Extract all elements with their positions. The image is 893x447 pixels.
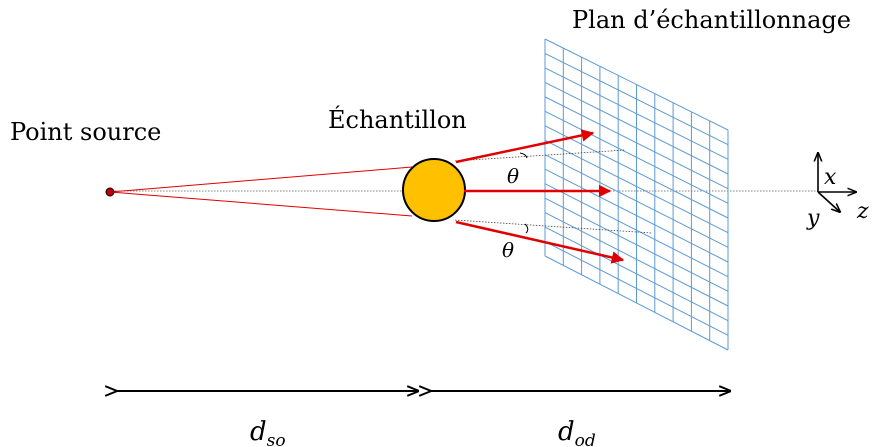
grid-line [544, 96, 729, 190]
distance-od-symbol: d [558, 417, 575, 447]
theta-label-bottom: θ [502, 238, 514, 262]
sampling-plane-label: Plan d’échantillonnage [572, 6, 851, 34]
point-source-label: Point source [10, 118, 161, 146]
sample-label: Échantillon [328, 105, 467, 134]
scattered-ray-top [455, 129, 595, 164]
grid-line [544, 110, 729, 204]
grid-line [544, 139, 729, 234]
grid-line [544, 81, 729, 175]
distance-so-subscript: so [267, 431, 286, 447]
angle-arc-bottom [524, 223, 529, 234]
cone-ray-top [109, 166, 413, 193]
grid-line [544, 183, 729, 278]
grid-line [544, 241, 729, 336]
distance-label-od: dod [558, 417, 596, 447]
distance-so-symbol: d [250, 417, 267, 447]
grid-line [544, 125, 729, 219]
axis-z-label: z [856, 199, 869, 224]
sampling-plane-grid [544, 38, 729, 351]
grid-line [544, 53, 729, 146]
grid-line [544, 38, 729, 131]
reference-line-top [454, 149, 626, 162]
grid-line [544, 255, 729, 351]
grid-line [544, 168, 729, 263]
grid-line [544, 197, 729, 292]
distance-od-subscript: od [575, 431, 596, 447]
scattered-ray-bottom [455, 220, 625, 264]
sample-sphere [402, 158, 466, 222]
point-source-dot [105, 187, 115, 197]
distance-label-so: dso [250, 417, 286, 447]
grid-line [544, 154, 729, 248]
axis-x-label: x [824, 165, 837, 190]
cone-ray-bottom [109, 191, 413, 217]
angle-arc-top [519, 152, 528, 159]
grid-line [544, 226, 729, 322]
coordinate-axes-icon [818, 153, 856, 212]
grid-line [544, 67, 729, 160]
axis-y-label: y [806, 206, 820, 231]
theta-label-top: θ [507, 164, 519, 188]
